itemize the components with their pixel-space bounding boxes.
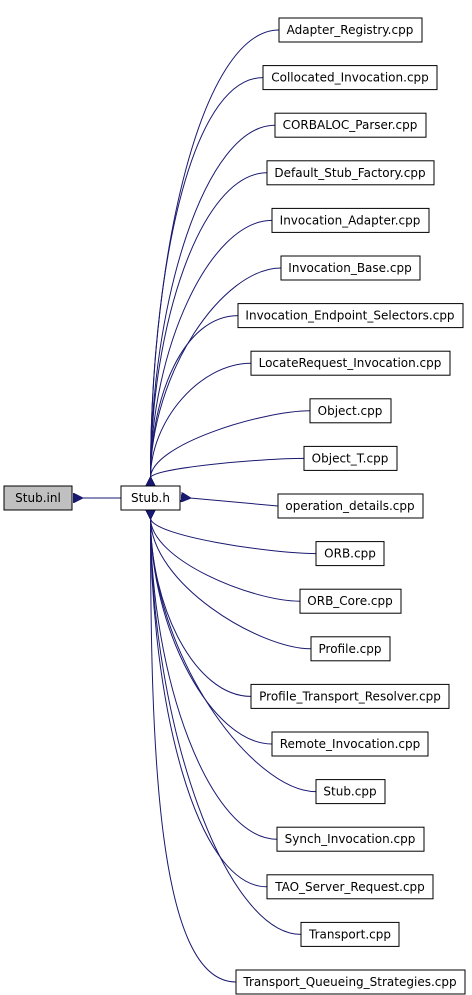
- edges: [82, 29, 317, 983]
- node-collocated-invocation-cpp-label: Collocated_Invocation.cpp: [271, 71, 429, 85]
- node-operation-details-cpp-box: [277, 493, 424, 519]
- node-operation-details-cpp[interactable]: operation_details.cpp: [277, 493, 424, 519]
- node-stub-h-label: Stub.h: [131, 491, 170, 505]
- node-orb-core-cpp[interactable]: ORB_Core.cpp: [299, 588, 402, 614]
- node-invocation-endpoint-selectors-cpp[interactable]: Invocation_Endpoint_Selectors.cpp: [237, 303, 464, 329]
- edge-orb-core-cpp: [151, 518, 301, 602]
- node-synch-invocation-cpp[interactable]: Synch_Invocation.cpp: [276, 826, 425, 852]
- node-transport-cpp-box: [300, 921, 400, 947]
- edge-corbaloc-parser-cpp: [151, 124, 276, 478]
- edge-tao-server-request-cpp: [151, 518, 268, 888]
- node-corbaloc-parser-cpp-box: [274, 112, 427, 138]
- node-orb-cpp[interactable]: ORB.cpp: [315, 541, 385, 567]
- includer-nodes: Adapter_Registry.cppCollocated_Invocatio…: [235, 17, 466, 995]
- node-operation-details-cpp-label: operation_details.cpp: [285, 499, 414, 513]
- node-adapter-registry-cpp-box: [278, 17, 423, 43]
- node-invocation-adapter-cpp-box: [271, 207, 430, 233]
- edge-profile-cpp: [151, 518, 312, 650]
- node-profile-transport-resolver-cpp-label: Profile_Transport_Resolver.cpp: [259, 689, 441, 703]
- node-invocation-endpoint-selectors-cpp-label: Invocation_Endpoint_Selectors.cpp: [245, 309, 454, 323]
- node-locaterequest-invocation-cpp[interactable]: LocateRequest_Invocation.cpp: [250, 350, 451, 376]
- edge-invocation-endpoint-selectors-cpp: [151, 315, 239, 478]
- node-profile-cpp-label: Profile.cpp: [319, 642, 382, 656]
- edge-object-cpp: [151, 410, 311, 478]
- node-invocation-base-cpp-box: [280, 255, 421, 281]
- node-transport-cpp-label: Transport.cpp: [308, 927, 391, 941]
- node-orb-core-cpp-box: [299, 588, 402, 614]
- node-stub-cpp[interactable]: Stub.cpp: [315, 779, 386, 805]
- edge-object-t-cpp: [151, 457, 305, 478]
- node-stub-inl[interactable]: Stub.inl: [3, 485, 73, 511]
- node-stub-h-box: [120, 485, 181, 511]
- edge-adapter-registry-cpp: [151, 29, 280, 478]
- edge-orb-cpp: [151, 518, 317, 555]
- node-object-t-cpp[interactable]: Object_T.cpp: [303, 445, 398, 471]
- node-stub-cpp-box: [315, 779, 386, 805]
- node-stub-h[interactable]: Stub.h: [120, 485, 181, 511]
- edge-operation-details-cpp: [190, 498, 279, 507]
- node-transport-cpp[interactable]: Transport.cpp: [300, 921, 400, 947]
- edge-invocation-adapter-cpp: [151, 219, 273, 478]
- node-object-cpp-box: [309, 398, 392, 424]
- edge-collocated-invocation-cpp: [151, 77, 264, 478]
- node-transport-queueing-strategies-cpp[interactable]: Transport_Queueing_Strategies.cpp: [235, 969, 466, 995]
- node-object-cpp-label: Object.cpp: [318, 404, 383, 418]
- edge-stub-cpp: [151, 518, 317, 793]
- edge-invocation-base-cpp: [151, 267, 282, 478]
- node-profile-cpp-box: [310, 636, 391, 662]
- node-default-stub-factory-cpp-box: [266, 160, 435, 186]
- node-default-stub-factory-cpp-label: Default_Stub_Factory.cpp: [274, 166, 425, 180]
- node-corbaloc-parser-cpp[interactable]: CORBALOC_Parser.cpp: [274, 112, 427, 138]
- edge-remote-invocation-cpp: [151, 518, 273, 745]
- node-default-stub-factory-cpp[interactable]: Default_Stub_Factory.cpp: [266, 160, 435, 186]
- node-adapter-registry-cpp-label: Adapter_Registry.cpp: [287, 23, 414, 37]
- node-invocation-base-cpp[interactable]: Invocation_Base.cpp: [280, 255, 421, 281]
- node-invocation-base-cpp-label: Invocation_Base.cpp: [288, 261, 411, 275]
- node-remote-invocation-cpp-box: [271, 731, 429, 757]
- node-orb-cpp-box: [315, 541, 385, 567]
- node-collocated-invocation-cpp[interactable]: Collocated_Invocation.cpp: [262, 65, 438, 91]
- node-object-cpp[interactable]: Object.cpp: [309, 398, 392, 424]
- edge-transport-cpp: [151, 518, 302, 935]
- edge-transport-queueing-strategies-cpp: [151, 518, 237, 983]
- edge-locaterequest-invocation-cpp: [151, 362, 252, 478]
- node-stub-inl-label: Stub.inl: [15, 491, 61, 505]
- node-synch-invocation-cpp-box: [276, 826, 425, 852]
- node-transport-queueing-strategies-cpp-label: Transport_Queueing_Strategies.cpp: [242, 975, 456, 989]
- node-collocated-invocation-cpp-box: [262, 65, 438, 91]
- node-object-t-cpp-box: [303, 445, 398, 471]
- node-object-t-cpp-label: Object_T.cpp: [312, 451, 389, 465]
- node-synch-invocation-cpp-label: Synch_Invocation.cpp: [285, 832, 416, 846]
- node-invocation-adapter-cpp[interactable]: Invocation_Adapter.cpp: [271, 207, 430, 233]
- node-stub-cpp-label: Stub.cpp: [323, 785, 376, 799]
- node-tao-server-request-cpp-box: [266, 874, 434, 900]
- node-profile-cpp[interactable]: Profile.cpp: [310, 636, 391, 662]
- node-invocation-adapter-cpp-label: Invocation_Adapter.cpp: [280, 213, 421, 227]
- edge-default-stub-factory-cpp: [151, 172, 268, 478]
- node-locaterequest-invocation-cpp-box: [250, 350, 451, 376]
- edge-synch-invocation-cpp: [151, 518, 278, 840]
- node-tao-server-request-cpp[interactable]: TAO_Server_Request.cpp: [266, 874, 434, 900]
- node-locaterequest-invocation-cpp-label: LocateRequest_Invocation.cpp: [259, 356, 442, 370]
- node-tao-server-request-cpp-label: TAO_Server_Request.cpp: [274, 880, 425, 894]
- node-remote-invocation-cpp-label: Remote_Invocation.cpp: [280, 737, 420, 751]
- node-remote-invocation-cpp[interactable]: Remote_Invocation.cpp: [271, 731, 429, 757]
- edge-profile-transport-resolver-cpp: [151, 518, 252, 697]
- node-stub-inl-box: [3, 485, 73, 511]
- node-profile-transport-resolver-cpp-box: [250, 683, 450, 709]
- node-transport-queueing-strategies-cpp-box: [235, 969, 466, 995]
- node-invocation-endpoint-selectors-cpp-box: [237, 303, 464, 329]
- node-profile-transport-resolver-cpp[interactable]: Profile_Transport_Resolver.cpp: [250, 683, 450, 709]
- node-adapter-registry-cpp[interactable]: Adapter_Registry.cpp: [278, 17, 423, 43]
- node-corbaloc-parser-cpp-label: CORBALOC_Parser.cpp: [283, 118, 418, 132]
- node-orb-cpp-label: ORB.cpp: [324, 547, 376, 561]
- node-orb-core-cpp-label: ORB_Core.cpp: [307, 594, 392, 608]
